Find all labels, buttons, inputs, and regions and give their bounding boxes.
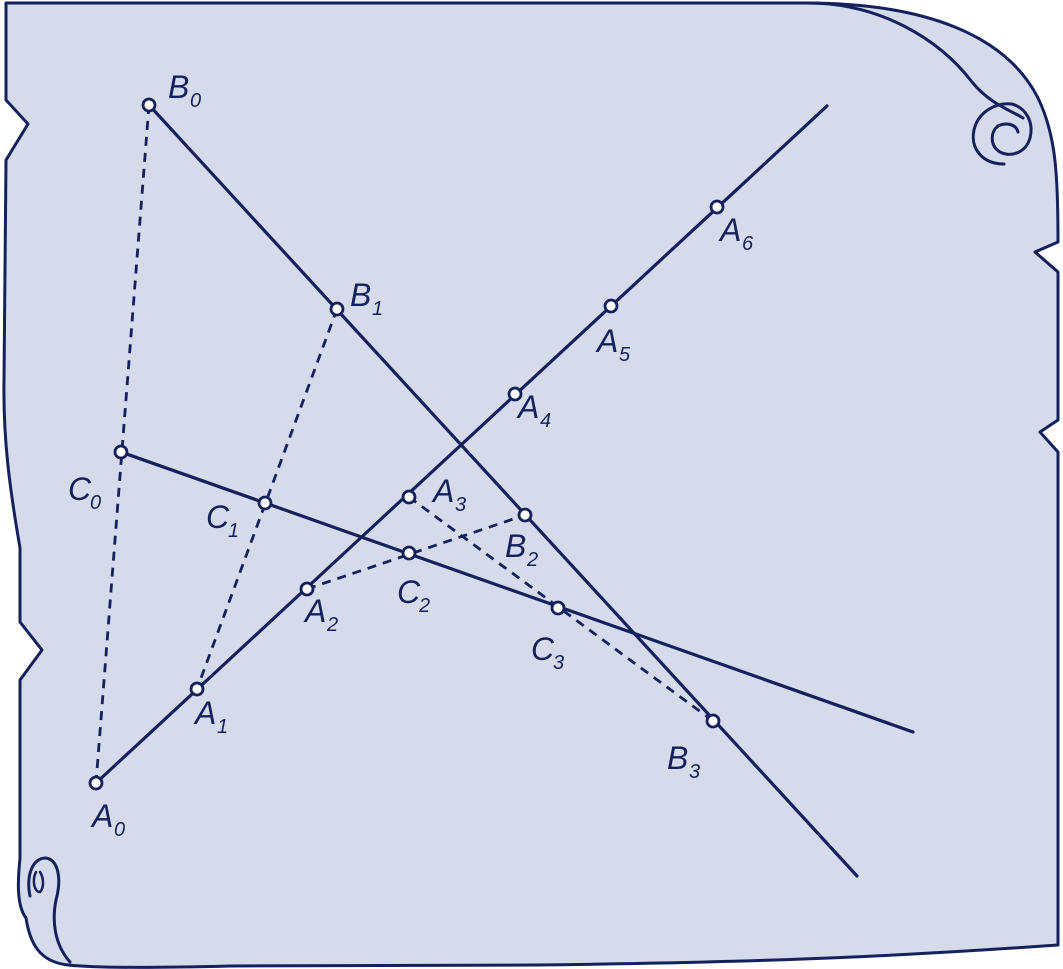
label-c2-letter: C (397, 574, 421, 610)
scroll-roll-bottom-left (27, 856, 72, 964)
point-b0-marker (141, 97, 157, 113)
label-a2-letter: A (303, 593, 326, 629)
label-c3: C3 (531, 631, 564, 674)
label-b3-index: 3 (689, 761, 700, 783)
label-a5-index: 5 (619, 344, 631, 366)
label-a5-letter: A (595, 323, 618, 359)
point-b2-marker (517, 507, 533, 523)
label-b1-index: 1 (372, 298, 383, 320)
point-c3-marker (550, 600, 566, 616)
label-c1-index: 1 (228, 520, 239, 542)
label-a4-index: 4 (540, 410, 551, 432)
construction-lines (94, 103, 915, 878)
point-c0-marker (113, 444, 129, 460)
segment-b1-a1 (195, 308, 339, 690)
label-b0-index: 0 (190, 90, 201, 112)
label-a6-index: 6 (742, 233, 754, 255)
label-c2-index: 2 (418, 595, 430, 617)
line-c (119, 450, 915, 734)
label-c3-index: 3 (553, 652, 564, 674)
point-markers (88, 97, 725, 791)
label-c0-letter: C (68, 471, 92, 507)
point-a0-marker (88, 775, 104, 791)
label-a0-index: 0 (114, 819, 125, 841)
label-a2-index: 2 (326, 614, 338, 636)
label-b2-index: 2 (526, 549, 538, 571)
point-b1-marker (329, 301, 345, 317)
scroll-roll-bottom-left-inner (32, 870, 45, 894)
label-a6-letter: A (718, 212, 741, 248)
segment-b0-a0 (94, 104, 151, 784)
label-b1-letter: B (350, 277, 371, 313)
point-a3-marker (401, 489, 417, 505)
label-a1-index: 1 (217, 716, 228, 738)
point-a5-marker (603, 298, 619, 314)
line-b (147, 103, 859, 878)
paper-curl-edge (803, 1, 1025, 120)
label-c1-letter: C (206, 499, 230, 535)
label-c1: C1 (206, 499, 239, 542)
point-b3-marker (705, 713, 721, 729)
label-a3-index: 3 (455, 494, 466, 516)
scroll-roll-top-right (971, 102, 1033, 166)
label-a0-letter: A (90, 798, 113, 834)
label-c2: C2 (397, 574, 430, 617)
label-a3-letter: A (431, 473, 454, 509)
label-b0-letter: B (168, 69, 189, 105)
point-a1-marker (189, 681, 205, 697)
point-a6-marker (709, 199, 725, 215)
label-c3-letter: C (531, 631, 555, 667)
point-a2-marker (299, 581, 315, 597)
label-c0-index: 0 (90, 492, 101, 514)
point-c2-marker (401, 545, 417, 561)
label-b3-letter: B (667, 740, 688, 776)
label-c0: C0 (68, 471, 101, 514)
label-a4-letter: A (516, 389, 539, 425)
point-a4-marker (507, 386, 523, 402)
point-c1-marker (257, 495, 273, 511)
label-a1-letter: A (193, 695, 216, 731)
label-b2-letter: B (505, 528, 526, 564)
